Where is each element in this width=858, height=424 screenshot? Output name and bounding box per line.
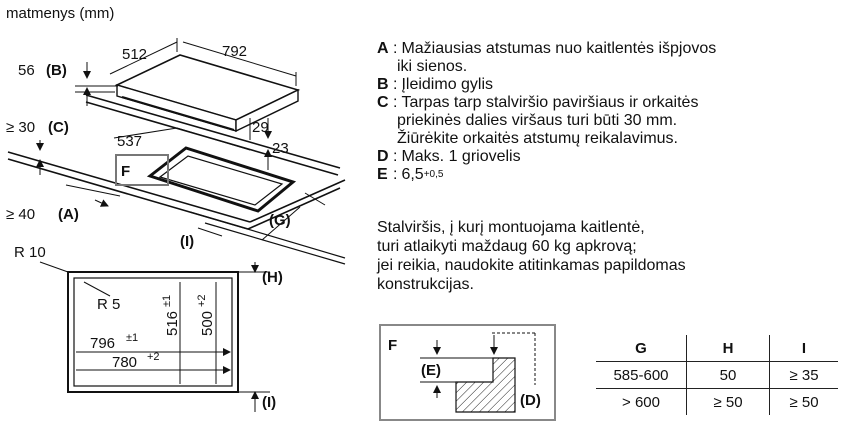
min-a-marker	[65, 184, 121, 207]
legend-text: Maks. 1 griovelis	[401, 148, 521, 165]
legend-sep: :	[393, 76, 398, 93]
dim-a40: ≥ 40	[6, 206, 35, 223]
dim-29: 29	[252, 119, 269, 136]
note-line: jei reikia, naudokite atitinkamas papild…	[377, 257, 686, 274]
cutout-top-view	[39, 261, 270, 393]
table-cell: ≥ 50	[686, 388, 770, 415]
table-header-g: G	[596, 335, 687, 362]
note-line: turi atlaikyti maždaug 60 kg apkrovą;	[377, 238, 637, 255]
dim-23: 23	[272, 140, 289, 157]
dim-b-tag: (B)	[46, 62, 67, 79]
legend-text: priekinės dalies viršaus turi būti 30 mm…	[397, 112, 678, 129]
table-header-row: G H I	[596, 335, 838, 362]
table-header-h: H	[686, 335, 770, 362]
legend-row-7: E:6,5+0,5	[377, 166, 847, 184]
dim-c-tag: (C)	[48, 119, 69, 136]
legend-text: Įleidimo gylis	[401, 76, 494, 93]
dim-56: 56	[18, 62, 35, 79]
table-cell: ≥ 35	[769, 361, 838, 389]
dim-512: 512	[122, 46, 147, 63]
legend-key: D	[377, 148, 389, 165]
detail-e-tag: (E)	[421, 362, 441, 379]
legend-e-sup: +0,5	[423, 169, 444, 180]
legend-key: E	[377, 166, 388, 183]
dim-a-tag: (A)	[58, 206, 79, 223]
legend-row-3: C:Tarpas tarp stalviršio paviršiaus ir o…	[377, 94, 847, 112]
detail-f-drawing	[379, 324, 556, 421]
units-label: matmenys (mm)	[6, 5, 114, 22]
depth-b-marker	[75, 62, 118, 106]
g-i-markers	[197, 192, 326, 241]
detail-f-frame	[115, 154, 169, 186]
dim-500-tol: +2	[196, 294, 208, 307]
legend-text: iki sienos.	[397, 58, 468, 75]
legend-key: A	[377, 40, 389, 57]
table-header-i: I	[769, 335, 838, 362]
dim-792: 792	[222, 43, 247, 60]
note-line: Stalviršis, į kurį montuojama kaitlentė,	[377, 219, 645, 236]
dim-i-tag: (I)	[180, 233, 194, 250]
gap-table: G H I 585-600 50 ≥ 35 > 600 ≥ 50 ≥ 50	[596, 335, 838, 415]
legend: A:Mažiausias atstumas nuo kaitlentės išp…	[377, 40, 847, 184]
dim-780-tol: +2	[147, 351, 160, 363]
table-cell: 50	[686, 361, 770, 389]
dim-780: 780	[112, 354, 137, 371]
legend-sep: :	[393, 94, 398, 111]
legend-key: B	[377, 76, 389, 93]
detail-f-tag: F	[121, 163, 130, 180]
dim-796: 796	[90, 335, 115, 352]
table-cell: ≥ 50	[769, 388, 838, 415]
dim-i-tag-bottom: (I)	[262, 394, 276, 411]
legend-row-2: B:Įleidimo gylis	[377, 76, 847, 94]
dim-516: 516	[164, 311, 181, 336]
load-note: Stalviršis, į kurį montuojama kaitlentė,…	[377, 218, 847, 294]
cutout-3d	[146, 146, 297, 213]
dims-537-29-23	[113, 118, 272, 170]
legend-text: 6,5	[401, 166, 424, 183]
dim-h-tag: (H)	[262, 269, 283, 286]
legend-text: Tarpas tarp stalviršio paviršiaus ir ork…	[401, 94, 699, 111]
legend-sep: :	[393, 40, 398, 57]
legend-row-6: D:Maks. 1 griovelis	[377, 148, 847, 166]
detail-d-tag: (D)	[520, 392, 541, 409]
legend-key: C	[377, 94, 389, 111]
legend-row-1: iki sienos.	[377, 58, 847, 76]
legend-sep: :	[393, 148, 398, 165]
table-row: > 600 ≥ 50 ≥ 50	[596, 388, 838, 415]
note-line: konstrukcijas.	[377, 276, 474, 293]
table-row: 585-600 50 ≥ 35	[596, 361, 838, 389]
dim-c30: ≥ 30	[6, 119, 35, 136]
dim-500: 500	[199, 311, 216, 336]
dim-537: 537	[117, 133, 142, 150]
table-cell: 585-600	[596, 361, 687, 389]
dim-g-tag: (G)	[269, 212, 291, 229]
table-cell: > 600	[596, 388, 687, 415]
top-view-dim-lines	[76, 262, 259, 412]
legend-sep: :	[393, 166, 398, 183]
legend-row-4: priekinės dalies viršaus turi būti 30 mm…	[377, 112, 847, 130]
legend-row-0: A:Mažiausias atstumas nuo kaitlentės išp…	[377, 40, 847, 58]
detail-f-title: F	[388, 337, 397, 354]
dim-796-tol: ±1	[126, 332, 138, 344]
legend-text: Mažiausias atstumas nuo kaitlentės išpjo…	[401, 40, 717, 57]
dim-516-tol: ±1	[161, 295, 173, 307]
hob-3d	[109, 38, 301, 133]
legend-row-5: Žiūrėkite orkaitės atstumų reikalavimus.	[377, 130, 847, 148]
dim-r5: R 5	[97, 296, 120, 313]
dim-r10: R 10	[14, 244, 46, 261]
legend-text: Žiūrėkite orkaitės atstumų reikalavimus.	[397, 130, 678, 147]
